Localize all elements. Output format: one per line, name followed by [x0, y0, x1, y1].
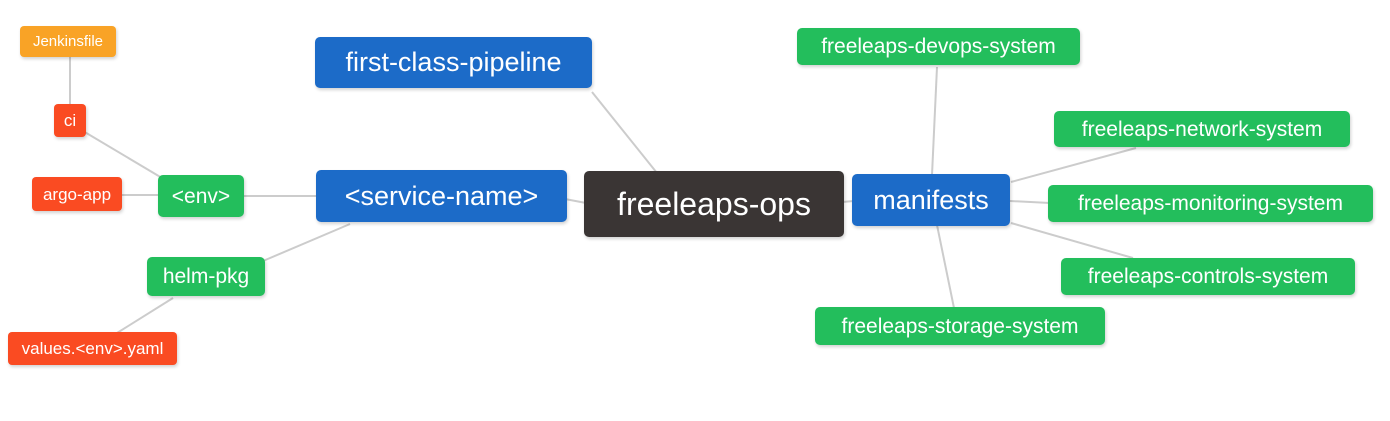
- node-devops-system[interactable]: freeleaps-devops-system: [797, 28, 1080, 65]
- node-network-system[interactable]: freeleaps-network-system: [1054, 111, 1350, 147]
- edge-manifests-devops: [931, 66, 938, 176]
- edge-service-name-ops: [564, 198, 587, 204]
- edge-manifests-monitoring: [1009, 200, 1051, 204]
- edge-values-helm-pkg: [116, 297, 174, 334]
- edge-ci-env: [82, 130, 163, 179]
- node-monitoring-system[interactable]: freeleaps-monitoring-system: [1048, 185, 1373, 222]
- node-controls-system[interactable]: freeleaps-controls-system: [1061, 258, 1355, 295]
- edge-manifests-storage: [936, 224, 955, 309]
- edge-pipeline-ops: [591, 91, 658, 174]
- edge-helm-pkg-service-name: [262, 223, 351, 262]
- edge-manifests-controls: [1010, 222, 1134, 259]
- node-env[interactable]: <env>: [158, 175, 244, 217]
- node-storage-system[interactable]: freeleaps-storage-system: [815, 307, 1105, 345]
- node-first-class-pipeline[interactable]: first-class-pipeline: [315, 37, 592, 88]
- node-argo-app[interactable]: argo-app: [32, 177, 122, 211]
- node-helm-pkg[interactable]: helm-pkg: [147, 257, 265, 296]
- node-freeleaps-ops-root[interactable]: freeleaps-ops: [584, 171, 844, 237]
- node-manifests[interactable]: manifests: [852, 174, 1010, 226]
- node-jenkinsfile[interactable]: Jenkinsfile: [20, 26, 116, 57]
- node-ci[interactable]: ci: [54, 104, 86, 137]
- node-values-env-yaml[interactable]: values.<env>.yaml: [8, 332, 177, 365]
- node-service-name[interactable]: <service-name>: [316, 170, 567, 222]
- edge-manifests-network: [1010, 147, 1137, 183]
